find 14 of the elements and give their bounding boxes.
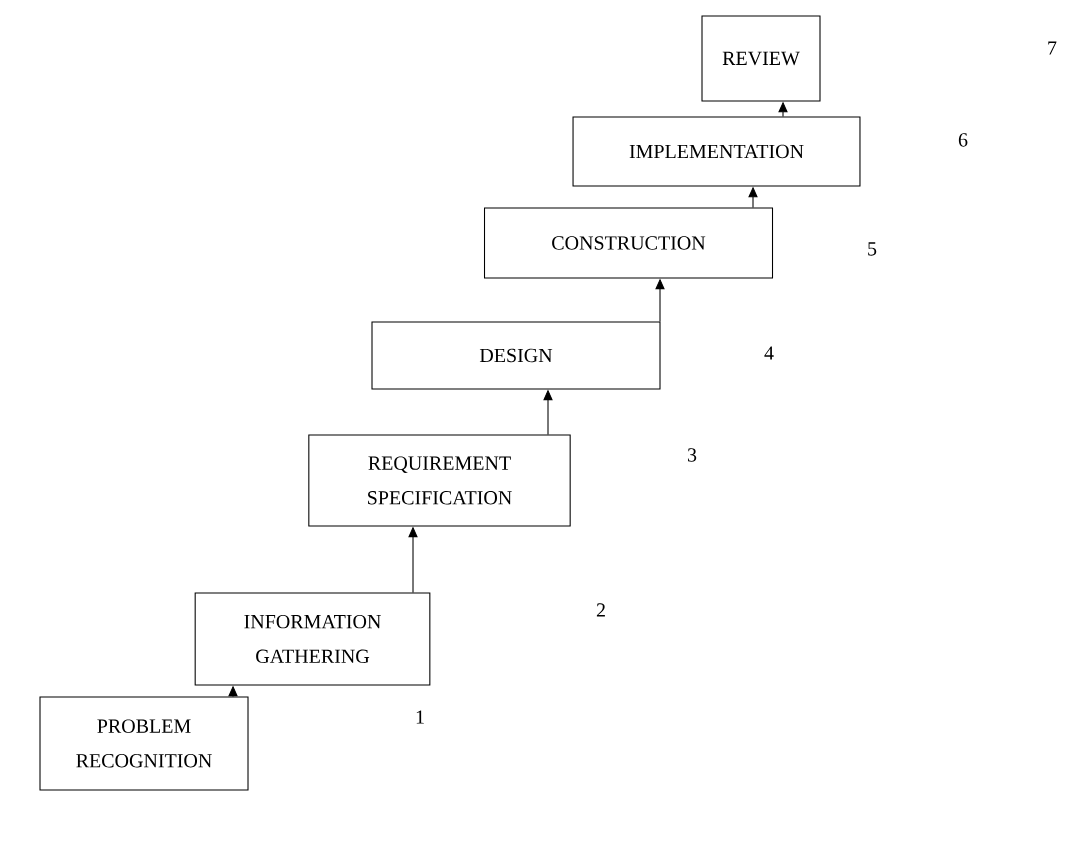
step-number: 5	[868, 242, 877, 256]
process-box: REVIEW	[701, 15, 821, 102]
process-box: PROBLEM RECOGNITION	[39, 696, 249, 791]
process-box: CONSTRUCTION	[483, 207, 774, 279]
step-number: 4	[764, 346, 774, 360]
process-box: INFORMATION GATHERING	[194, 592, 431, 686]
step-number: 6	[958, 133, 968, 147]
step-number: 7	[1048, 41, 1057, 55]
step-number: 2	[596, 603, 605, 617]
process-box: DESIGN	[371, 321, 661, 390]
process-box: IMPLEMENTATION	[572, 116, 861, 187]
step-number: 3	[687, 448, 697, 462]
process-box: REQUIREMENT SPECIFICATION	[308, 434, 571, 527]
step-number: 1	[416, 710, 424, 724]
